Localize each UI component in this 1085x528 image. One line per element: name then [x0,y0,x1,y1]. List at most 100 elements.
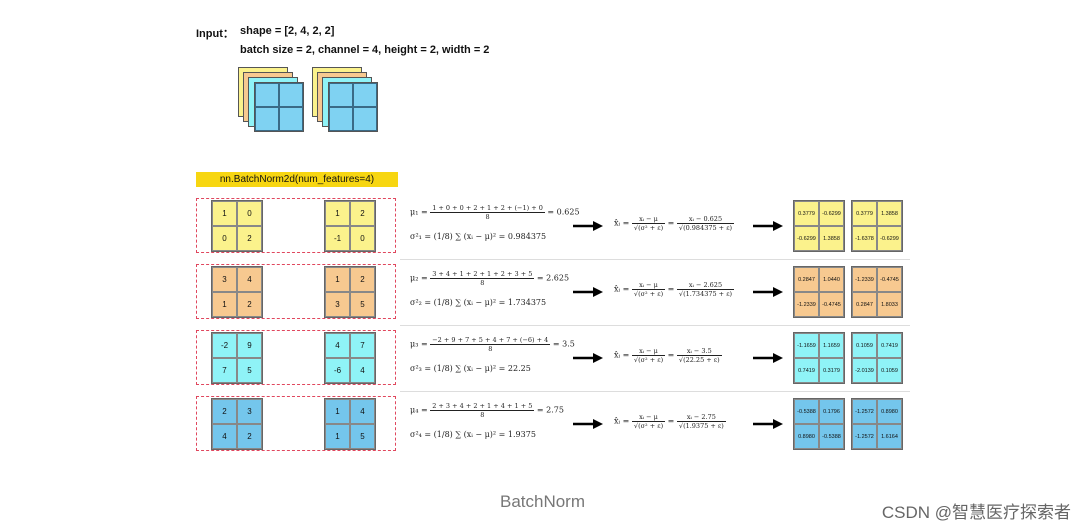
variance-formula: σ²₃ = (1/8) ∑ (xᵢ − μ)² = 22.25 [410,364,531,373]
arrow-right-icon [753,221,783,231]
grid-cell: 2 [212,399,237,424]
variance-expression: = (1/8) ∑ (xᵢ − μ)² = 1.9375 [421,430,536,439]
grid-cell: 1.3858 [877,201,902,226]
grid-cell: -2.0139 [852,358,877,383]
fraction-denominator: √(0.984375 + ε) [678,224,733,232]
grid-cell: 1 [325,201,350,226]
mean-value: = 2.625 [534,273,570,283]
grid-cell: 7 [350,333,375,358]
dashed-group-box [196,396,396,451]
grid-cell: 0.3179 [819,358,844,383]
grid-cell: 0.1796 [819,399,844,424]
variance-symbol: σ²₃ [410,364,422,373]
grid-cell: 4 [350,399,375,424]
grid-cell: 0 [237,201,262,226]
grid-cell: -0.6299 [794,226,819,251]
norm-lhs: x̂ᵢ = [614,416,632,426]
fraction-denominator: √(22.25 + ε) [678,356,720,364]
grid-cell: 0.8980 [794,424,819,449]
mean-value: = 3.5 [550,339,575,349]
grid-cell: 3 [212,267,237,292]
fraction-numerator: xᵢ − μ [631,215,666,224]
grid-cell: 1 [212,292,237,317]
grid-cell: -1.6378 [852,226,877,251]
fraction-denominator: 8 [480,279,485,287]
normalization-formula: x̂ᵢ = xᵢ − μ√(σ² + ε) = xᵢ − 2.625√(1.73… [614,281,735,298]
grid-cell: 1.6164 [877,424,902,449]
row-separator [400,259,910,260]
grid-cell: -0.4745 [819,292,844,317]
batchnorm-module-label: nn.BatchNorm2d(num_features=4) [196,172,398,187]
fraction-denominator: √(σ² + ε) [633,422,664,430]
grid-cell: 5 [350,424,375,449]
normalization-formula: x̂ᵢ = xᵢ − μ√(σ² + ε) = xᵢ − 0.625√(0.98… [614,215,735,232]
grid-cell: 2 [237,292,262,317]
fraction-numerator: xᵢ − 2.625 [676,281,735,290]
mean-value: = 2.75 [534,405,564,415]
tensor-stack-icon-batch-2 [312,67,388,135]
watermark: CSDN @智慧医疗探索者 [881,503,1071,522]
grid-cell: -1 [325,226,350,251]
fraction-numerator: xᵢ − μ [631,413,666,422]
grid-cell: 1 [325,267,350,292]
mean-value: = 0.625 [544,207,580,217]
fraction-numerator: 1 + 0 + 0 + 2 + 1 + 2 + (−1) + 0 [430,204,545,213]
grid-cell: 0.7419 [794,358,819,383]
variance-formula: σ²₄ = (1/8) ∑ (xᵢ − μ)² = 1.9375 [410,430,536,439]
dashed-group-box [196,198,396,253]
grid-cell: -0.6299 [819,201,844,226]
variance-symbol: σ²₁ [410,232,422,241]
dashed-group-box [196,264,396,319]
grid-cell: 4 [212,424,237,449]
mean-symbol: μ₄ [410,405,419,415]
fraction-denominator: 8 [488,345,493,353]
grid-cell: -0.4745 [877,267,902,292]
row-separator [400,325,910,326]
fraction-numerator: −2 + 9 + 7 + 5 + 4 + 7 + (−6) + 4 [430,336,551,345]
grid-cell: 4 [350,358,375,383]
grid-cell: 0.7419 [877,333,902,358]
grid-cell: 1.1659 [819,333,844,358]
grid-cell: 1 [212,201,237,226]
fraction-denominator: √(σ² + ε) [633,356,664,364]
norm-lhs: x̂ᵢ = [614,350,632,360]
arrow-right-icon [753,353,783,363]
grid-cell: 4 [237,267,262,292]
grid-cell: 3 [325,292,350,317]
fraction-numerator: 2 + 3 + 4 + 2 + 1 + 4 + 1 + 5 [430,402,535,411]
grid-cell: 0.1059 [877,358,902,383]
grid-cell: 1 [325,424,350,449]
grid-cell: 2 [237,424,262,449]
grid-cell: -0.5388 [819,424,844,449]
arrow-right-icon [573,221,603,231]
variance-formula: σ²₁ = (1/8) ∑ (xᵢ − μ)² = 0.984375 [410,232,546,241]
grid-cell: 1.0440 [819,267,844,292]
variance-expression: = (1/8) ∑ (xᵢ − μ)² = 0.984375 [421,232,547,241]
mean-symbol: μ₂ [410,273,419,283]
dashed-group-box [196,330,396,385]
variance-expression: = (1/8) ∑ (xᵢ − μ)² = 22.25 [421,364,531,373]
dims-text: batch size = 2, channel = 4, height = 2,… [240,44,490,56]
grid-cell: -1.1659 [794,333,819,358]
variance-formula: σ²₂ = (1/8) ∑ (xᵢ − μ)² = 1.734375 [410,298,546,307]
grid-cell: 9 [237,333,262,358]
fraction-denominator: √(σ² + ε) [633,290,664,298]
norm-lhs: x̂ᵢ = [614,218,632,228]
norm-lhs: x̂ᵢ = [614,284,632,294]
fraction-numerator: xᵢ − 3.5 [676,347,722,356]
normalization-formula: x̂ᵢ = xᵢ − μ√(σ² + ε) = xᵢ − 3.5√(22.25 … [614,347,722,364]
